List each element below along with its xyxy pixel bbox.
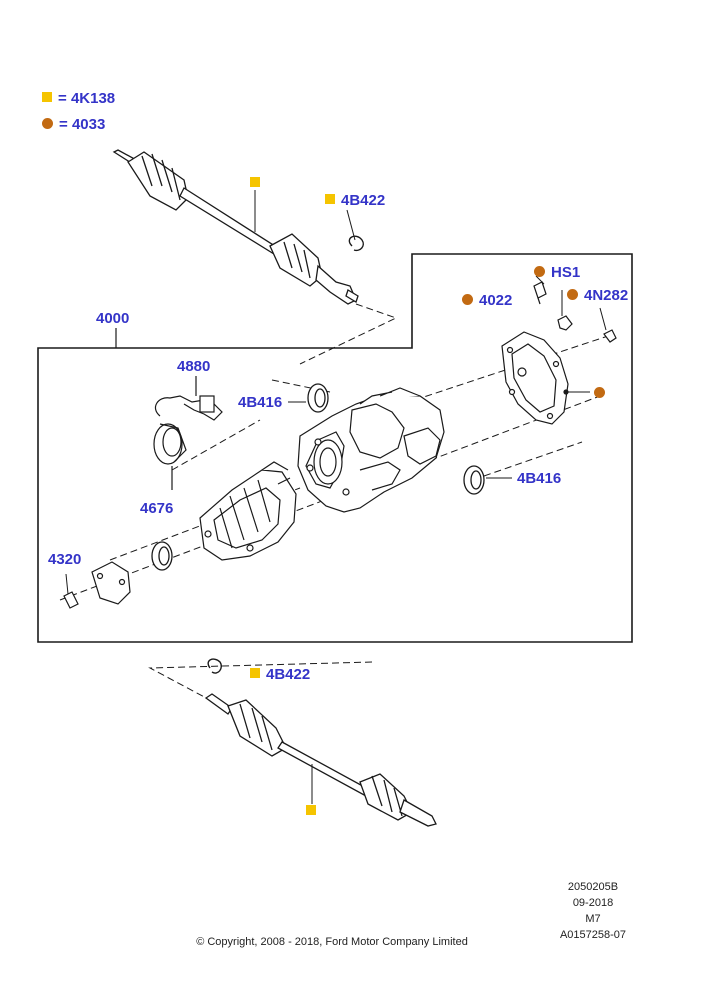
part-label-retainer-bottom: 4B422	[250, 666, 310, 684]
lower-halfshaft	[204, 693, 437, 827]
legend-equals: =	[59, 116, 68, 133]
motor-housing	[199, 461, 297, 561]
legend-equals: =	[58, 90, 67, 107]
part-label-yoke: 4320	[48, 551, 82, 568]
square-marker-icon	[306, 805, 316, 815]
drawing-code: 2050205B	[567, 881, 619, 893]
part-label-seal-right: 4B416	[517, 470, 562, 487]
retainer-ring-top	[346, 209, 364, 252]
part-label-ring-gear: 4676	[140, 500, 174, 517]
legend-square-row: = 4K138	[42, 90, 115, 108]
seal-left	[288, 383, 329, 413]
drawing-model: M7	[585, 913, 601, 925]
part-label-seal-left: 4B416	[238, 394, 283, 411]
part-label-hs1: HS1	[534, 264, 580, 282]
retainer-ring-bottom	[207, 658, 222, 674]
harness-sensor	[153, 376, 223, 490]
legend-dot-code: 4033	[71, 116, 106, 133]
legend-dot-row: = 4033	[42, 116, 105, 134]
part-label-assembly: 4000	[96, 310, 130, 327]
assembly-frame	[37, 253, 633, 643]
drawing-ref: A0157258-07	[559, 929, 627, 941]
square-marker-icon	[250, 177, 260, 187]
yoke-flange	[63, 561, 131, 609]
dot-marker-icon	[534, 265, 545, 277]
dot-marker-icon	[594, 387, 605, 398]
square-marker-icon	[250, 668, 260, 679]
copyright-text: © Copyright, 2008 - 2018, Ford Motor Com…	[196, 936, 468, 948]
drawing-date: 09-2018	[572, 897, 614, 909]
part-label-plug: 4N282	[567, 287, 628, 305]
rear-cover	[501, 331, 590, 425]
dot-marker-icon	[462, 293, 473, 305]
part-label-harness: 4880	[177, 358, 211, 375]
part-label-vent: 4022	[462, 292, 512, 310]
fittings	[533, 275, 617, 343]
dot-marker-icon	[567, 288, 578, 300]
pinion-seal	[151, 541, 173, 571]
dot-marker-icon	[42, 117, 53, 129]
upper-halfshaft	[112, 149, 359, 305]
square-marker-icon	[325, 194, 335, 205]
seal-right	[463, 465, 512, 495]
legend-square-code: 4K138	[70, 90, 116, 107]
part-label-retainer-top: 4B422	[325, 192, 385, 210]
square-marker-icon	[42, 92, 52, 103]
differential-housing	[297, 387, 445, 513]
